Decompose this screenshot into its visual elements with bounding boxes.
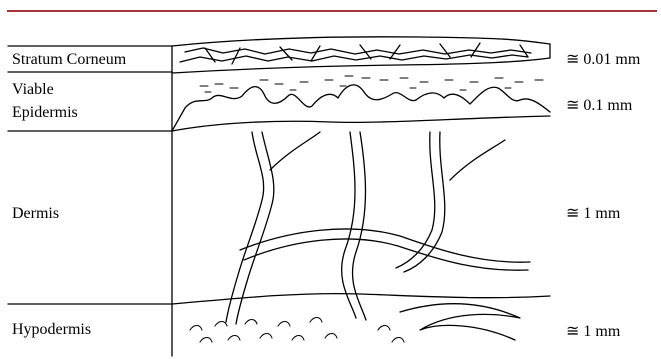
dermal-vessel-right-branch	[450, 140, 505, 180]
fat-lobules	[190, 318, 404, 343]
epidermis-basement	[172, 116, 550, 131]
dermis-hypodermis-boundary	[172, 294, 550, 304]
hypodermis-vessel-loop	[400, 304, 520, 340]
label-dermis: Dermis	[12, 204, 59, 224]
dermal-vessel-center-b	[353, 132, 367, 320]
thickness-stratum-corneum: ≅ 0.01 mm	[566, 50, 640, 70]
corneocyte-crosses	[205, 43, 528, 64]
label-hypodermis: Hypodermis	[12, 320, 91, 340]
stratum-corneum-top	[172, 37, 550, 46]
dermal-vessel-left-a	[226, 132, 264, 322]
dermal-plexus	[240, 229, 530, 262]
label-viable-line1: Viable	[12, 80, 54, 100]
dermal-vessel-left-b	[236, 132, 274, 324]
dermal-vessel-center	[342, 132, 356, 318]
thickness-hypodermis: ≅ 1 mm	[566, 322, 620, 342]
thickness-viable-epidermis: ≅ 0.1 mm	[566, 96, 632, 116]
label-stratum-corneum: Stratum Corneum	[12, 50, 126, 70]
thickness-dermis: ≅ 1 mm	[566, 204, 620, 224]
label-viable-line2: Epidermis	[12, 103, 78, 123]
dermal-plexus-b	[244, 239, 528, 270]
corneocyte-layer-2	[180, 55, 528, 62]
dermal-vessel-right-b	[404, 132, 445, 272]
epidermis-dashes	[200, 76, 543, 92]
dermal-vessel-branch	[270, 132, 320, 170]
